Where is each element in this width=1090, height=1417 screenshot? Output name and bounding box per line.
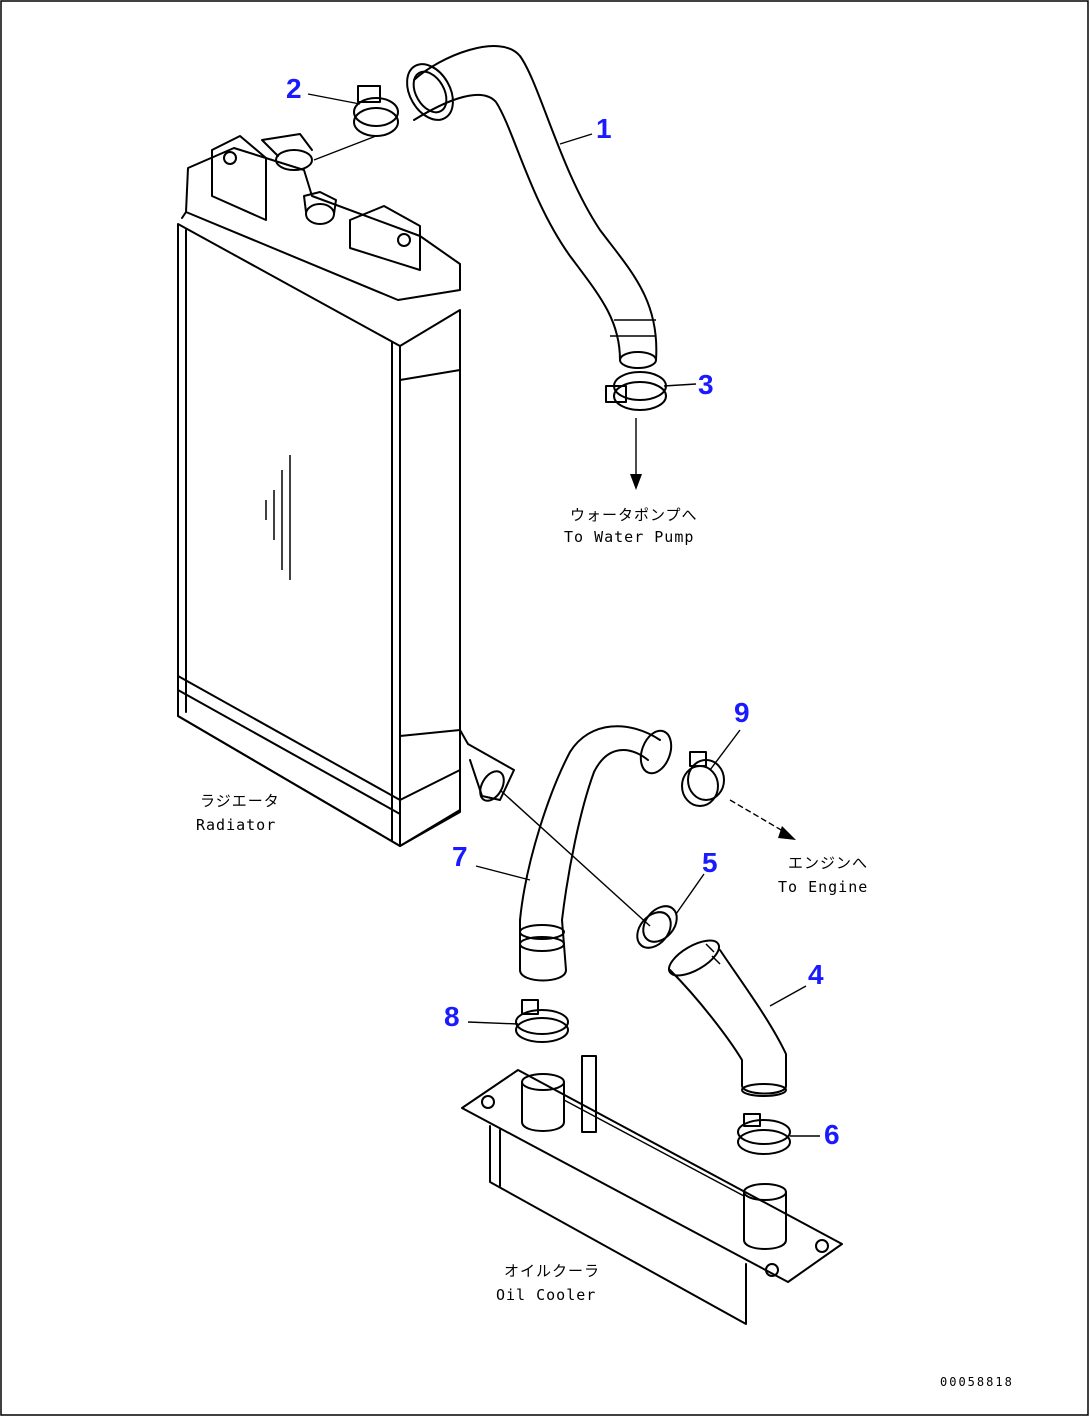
clamp-2 bbox=[313, 85, 399, 161]
part-number-3: 3 bbox=[698, 369, 714, 400]
part-number-7: 7 bbox=[452, 841, 468, 872]
leader-2 bbox=[307, 93, 361, 105]
leader-8 bbox=[467, 1021, 519, 1025]
hose-4 bbox=[668, 939, 787, 1097]
note-engine-ja: エンジンへ bbox=[788, 854, 868, 872]
part-number-9: 9 bbox=[734, 697, 750, 728]
note-engine-en: To Engine bbox=[778, 878, 868, 896]
hose-upper bbox=[406, 45, 658, 369]
oil-cooler bbox=[461, 1055, 843, 1325]
clamp-3 bbox=[605, 371, 667, 411]
leader-1 bbox=[559, 133, 593, 145]
note-radiator-ja: ラジエータ bbox=[200, 792, 280, 810]
arrow-water-pump-head bbox=[630, 474, 642, 490]
part-number-5: 5 bbox=[702, 847, 718, 878]
part-number-1: 1 bbox=[596, 113, 612, 144]
part-number-4: 4 bbox=[808, 959, 824, 990]
part-number-6: 6 bbox=[824, 1119, 840, 1150]
leader-outlet bbox=[499, 789, 651, 927]
leader-5 bbox=[675, 873, 705, 915]
leader-7 bbox=[475, 865, 531, 881]
clamp-9 bbox=[681, 751, 725, 807]
arrow-engine bbox=[729, 799, 789, 835]
arrow-engine-head bbox=[778, 826, 796, 840]
part-number-8: 8 bbox=[444, 1001, 460, 1032]
leader-9 bbox=[709, 729, 741, 771]
note-oil-cooler-en: Oil Cooler bbox=[496, 1286, 596, 1304]
leader-4 bbox=[769, 985, 807, 1007]
note-oil-cooler-ja: オイルクーラ bbox=[504, 1262, 600, 1280]
hose-7 bbox=[519, 725, 673, 982]
clamp-6 bbox=[737, 1113, 791, 1155]
note-water-pump-ja: ウォータポンプへ bbox=[570, 506, 698, 524]
clamp-5 bbox=[636, 905, 678, 949]
note-water-pump-en: To Water Pump bbox=[564, 528, 694, 546]
note-radiator-en: Radiator bbox=[196, 816, 276, 834]
radiator bbox=[177, 133, 515, 847]
leader-3 bbox=[663, 383, 697, 387]
part-number-2: 2 bbox=[286, 73, 302, 104]
drawing-code: 00058818 bbox=[940, 1375, 1014, 1389]
clamp-8 bbox=[515, 999, 569, 1043]
